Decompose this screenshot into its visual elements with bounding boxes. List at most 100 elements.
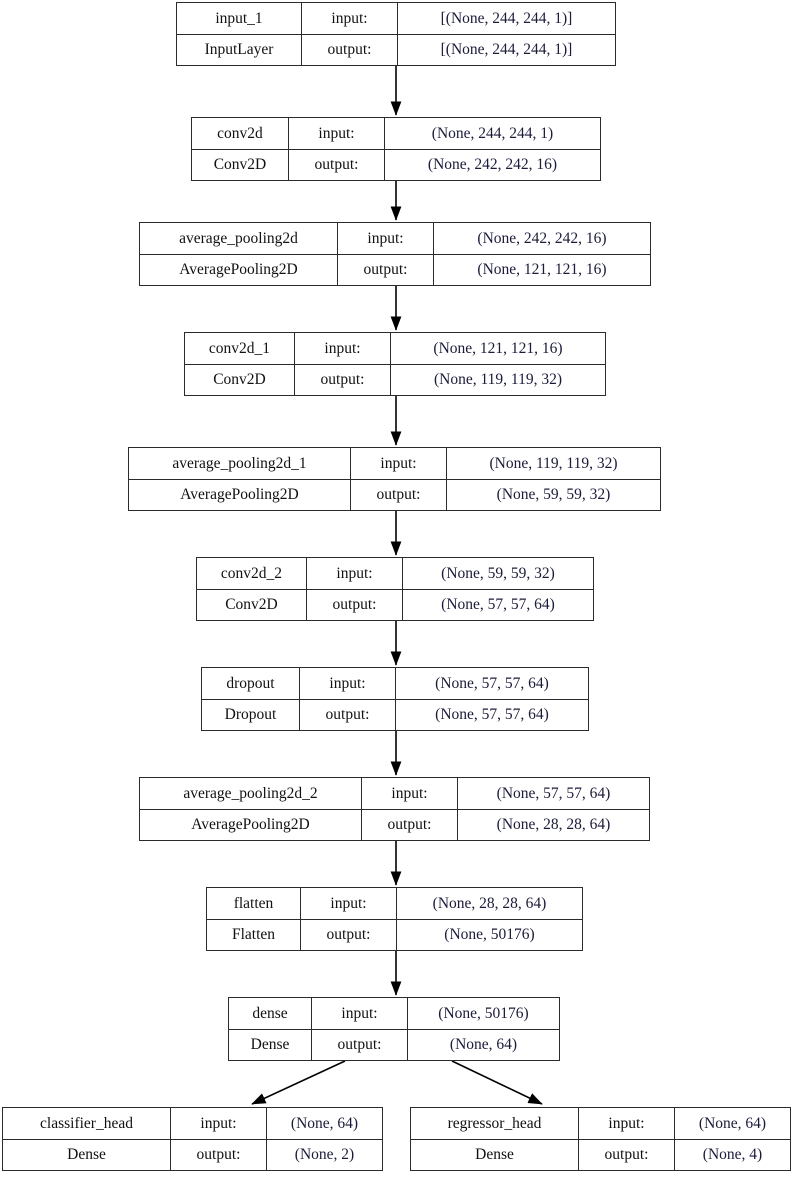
input-label: input: [289, 118, 385, 149]
layer-name: conv2d [192, 118, 289, 149]
output-label: output: [295, 364, 391, 395]
input-label: input: [312, 998, 408, 1029]
layer-class: AveragePooling2D [140, 254, 338, 285]
input-label: input: [295, 333, 391, 364]
input-shape: (None, 28, 28, 64) [432, 894, 547, 912]
layer-name: conv2d_2 [197, 558, 307, 589]
input-shape: (None, 244, 244, 1) [431, 124, 554, 142]
edge-dense-to-regressor_head [451, 1060, 543, 1105]
input-label: input: [362, 778, 458, 809]
layer-class: InputLayer [177, 34, 302, 65]
layer-class: Conv2D [192, 149, 289, 180]
input-shape: (None, 57, 57, 64) [435, 674, 549, 692]
output-label: output: [579, 1139, 675, 1170]
layer-name: average_pooling2d_2 [140, 778, 362, 809]
output-label: output: [362, 809, 458, 840]
input-shape: (None, 121, 121, 16) [433, 339, 563, 357]
output-label: output: [338, 254, 434, 285]
output-shape: (None, 50176) [444, 926, 535, 943]
layer-class: Dense [3, 1139, 171, 1170]
output-shape: (None, 4) [702, 1146, 763, 1163]
input-label: input: [302, 3, 398, 34]
input-label: input: [338, 223, 434, 254]
input-label: input: [300, 668, 396, 699]
output-label: output: [289, 149, 385, 180]
input-shape: (None, 242, 242, 16) [477, 229, 607, 247]
input-shape: (None, 64) [290, 1114, 359, 1132]
input-shape: (None, 57, 57, 64) [496, 784, 611, 802]
output-shape: (None, 57, 57, 64) [435, 706, 549, 723]
input-label: input: [307, 558, 403, 589]
layer-class: Dense [411, 1139, 579, 1170]
output-label: output: [351, 479, 447, 510]
input-shape: (None, 64) [698, 1114, 767, 1132]
layer-class: AveragePooling2D [129, 479, 351, 510]
input-label: input: [351, 448, 447, 479]
layer-class: Flatten [207, 919, 301, 950]
layer-name: input_1 [177, 3, 302, 34]
input-shape: (None, 59, 59, 32) [441, 564, 555, 582]
layer-class: Dropout [202, 699, 300, 730]
output-label: output: [301, 919, 397, 950]
layer-name: flatten [207, 888, 301, 919]
input-shape: [(None, 244, 244, 1)] [440, 9, 573, 27]
layer-class: Dense [229, 1029, 312, 1060]
input-label: input: [579, 1108, 675, 1139]
layer-name: dropout [202, 668, 300, 699]
output-label: output: [307, 589, 403, 620]
output-label: output: [302, 34, 398, 65]
layer-name: regressor_head [411, 1108, 579, 1139]
layer-class: AveragePooling2D [140, 809, 362, 840]
input-shape: (None, 119, 119, 32) [489, 454, 618, 472]
output-shape: (None, 57, 57, 64) [441, 596, 555, 613]
output-shape: [(None, 244, 244, 1)] [440, 41, 573, 58]
output-shape: (None, 2) [294, 1146, 355, 1163]
layer-name: conv2d_1 [185, 333, 295, 364]
output-label: output: [171, 1139, 267, 1170]
layer-name: classifier_head [3, 1108, 171, 1139]
layer-class: Conv2D [185, 364, 295, 395]
output-shape: (None, 28, 28, 64) [496, 816, 611, 833]
input-shape: (None, 50176) [438, 1004, 529, 1022]
output-shape: (None, 59, 59, 32) [496, 486, 611, 503]
input-label: input: [301, 888, 397, 919]
layer-name: average_pooling2d_1 [129, 448, 351, 479]
output-label: output: [300, 699, 396, 730]
output-shape: (None, 121, 121, 16) [477, 261, 607, 278]
layer-name: dense [229, 998, 312, 1029]
